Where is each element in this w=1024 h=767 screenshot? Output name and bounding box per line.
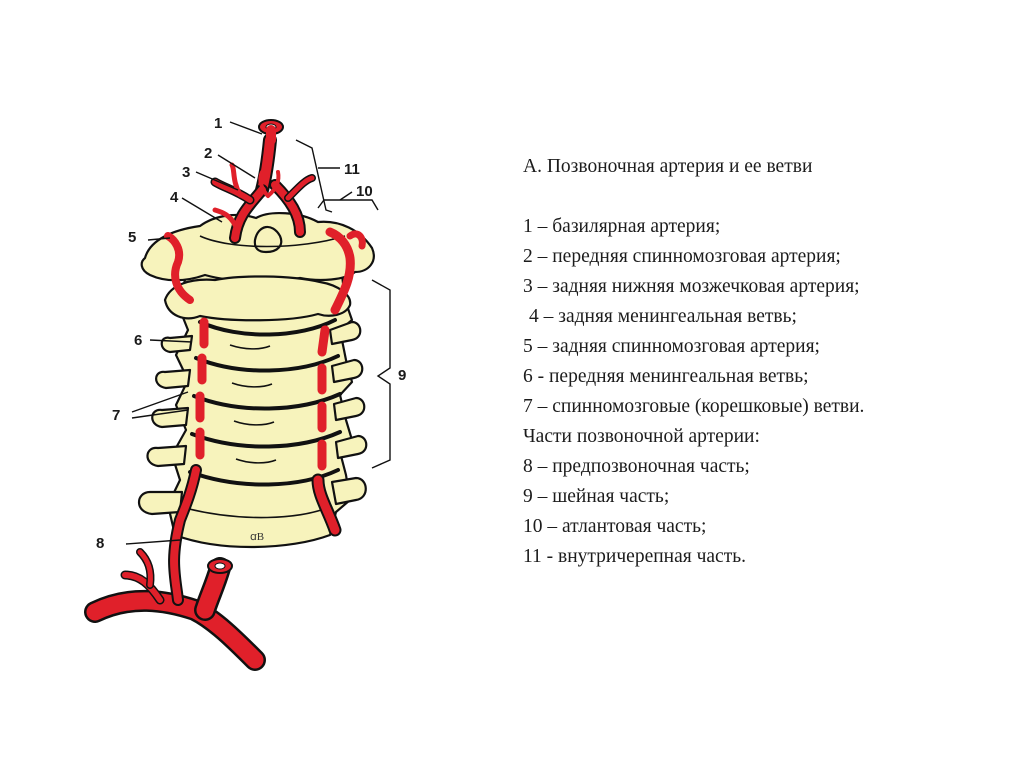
parts-heading: Части позвоночной артерии: — [523, 422, 1013, 452]
artist-mark: ꭤB — [250, 531, 264, 543]
part-item-8: 8 – предпозвоночная часть; — [523, 452, 1013, 482]
legend-item-1: 1 – базилярная артерия; — [523, 212, 1013, 242]
callout-10: 10 — [356, 183, 373, 200]
callout-6: 6 — [134, 332, 142, 349]
posterior-inferior-cerebellar-artery — [215, 182, 250, 200]
legend-item-7: 7 – спинномозговые (корешковые) ветви. — [523, 392, 1013, 422]
transverse-process-right-c7 — [332, 478, 366, 504]
transverse-process-left-c6 — [147, 446, 186, 466]
part-item-11: 11 - внутричерепная часть. — [523, 542, 1013, 572]
caption-title: А. Позвоночная артерия и ее ветви — [523, 152, 1013, 182]
callout-5: 5 — [128, 229, 136, 246]
legend-item-2: 2 – передняя спинномозговая артерия; — [523, 242, 1013, 272]
callout-8: 8 — [96, 535, 104, 552]
transverse-process-left-c3 — [162, 336, 192, 352]
legend-item-6: 6 - передняя менингеальная ветвь; — [523, 362, 1013, 392]
callout-2: 2 — [204, 145, 212, 162]
illustration-svg: .bone { fill:#f7f3bc; stroke:#111; strok… — [0, 0, 520, 767]
callout-1: 1 — [214, 115, 222, 132]
callout-3: 3 — [182, 164, 190, 181]
part-item-10: 10 – атлантовая часть; — [523, 512, 1013, 542]
legend-item-4: 4 – задняя менингеальная ветвь; — [523, 302, 1013, 332]
figure-caption: А. Позвоночная артерия и ее ветви 1 – ба… — [523, 152, 1013, 572]
transverse-process-left-c4 — [156, 370, 190, 388]
legend-item-3: 3 – задняя нижняя мозжечковая артерия; — [523, 272, 1013, 302]
dens — [255, 227, 281, 252]
callout-4: 4 — [170, 189, 179, 206]
callout-11: 11 — [344, 161, 360, 178]
callout-9: 9 — [398, 367, 406, 384]
vertebral-artery-illustration: .bone { fill:#f7f3bc; stroke:#111; strok… — [0, 0, 520, 767]
legend-item-5: 5 – задняя спинномозговая артерия; — [523, 332, 1013, 362]
callout-7: 7 — [112, 407, 120, 424]
transverse-process-left-c7 — [139, 492, 182, 514]
part-item-9: 9 – шейная часть; — [523, 482, 1013, 512]
